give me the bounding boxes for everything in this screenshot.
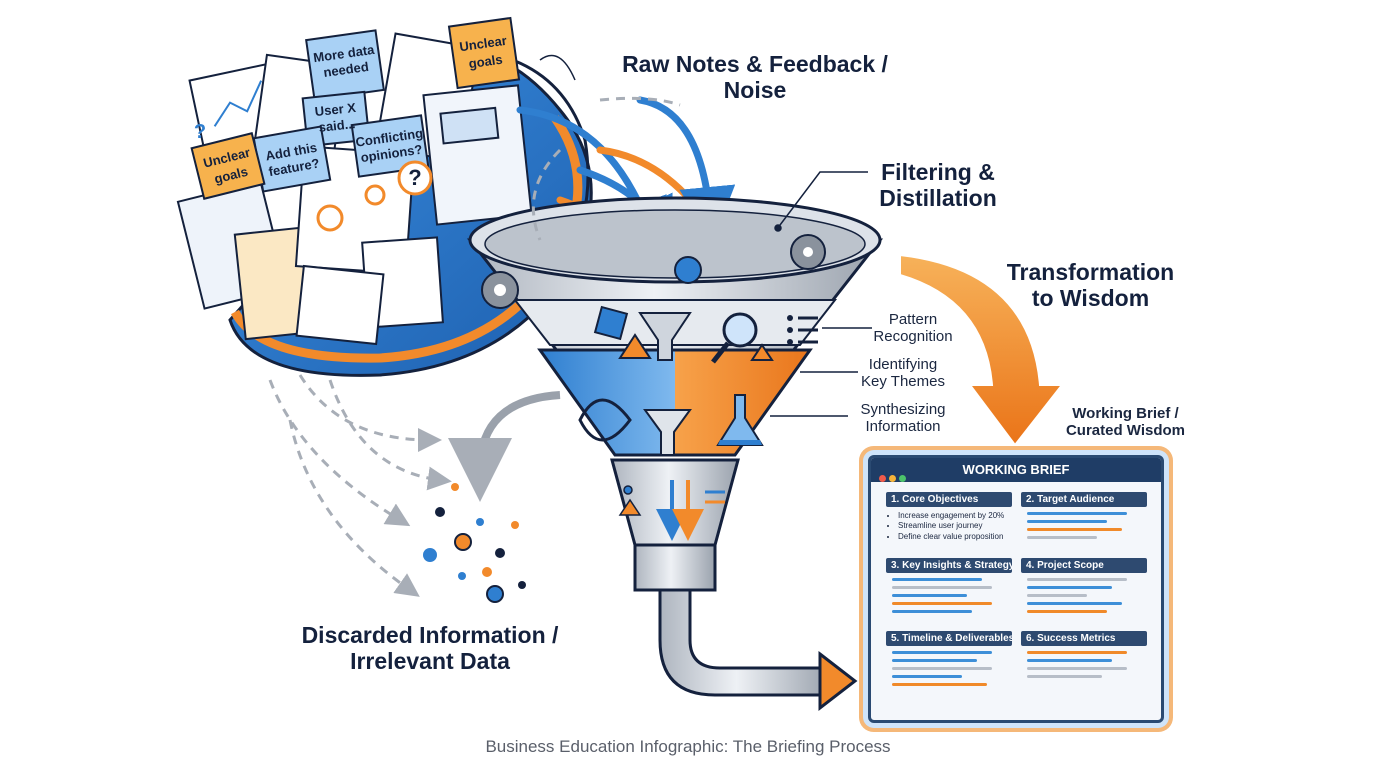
transformation-arrow	[899, 253, 1065, 447]
tangle-icon	[578, 398, 632, 442]
brief-core-objectives: 1. Core Objectives Increase engagement b…	[886, 492, 1012, 542]
label-raw-notes: Raw Notes & Feedback /Noise	[622, 51, 888, 104]
question-mark-icon: ?	[408, 165, 421, 190]
brief-titlebar: WORKING BRIEF	[871, 458, 1161, 482]
funnel-icons	[481, 234, 826, 541]
brief-timeline: 5. Timeline & Deliverables	[886, 631, 1012, 686]
discard-dashes	[268, 96, 681, 597]
magnifier-icon	[722, 312, 758, 348]
brief-success-metrics: 6. Success Metrics	[1021, 631, 1147, 678]
pie-chart-icon	[674, 256, 702, 284]
caption: Business Education Infographic: The Brie…	[485, 737, 891, 756]
leader-lines	[770, 171, 872, 417]
raw-notes-pile	[176, 16, 533, 346]
small-filter-icon	[643, 409, 692, 456]
filter-icon	[638, 312, 692, 361]
label-working-brief: Working Brief /Curated Wisdom	[1065, 405, 1186, 440]
question-mark-blue-icon: ?	[194, 121, 206, 143]
discard-arrow	[448, 391, 561, 502]
brief-project-scope: 4. Project Scope	[1021, 558, 1147, 613]
brief-title: WORKING BRIEF	[962, 462, 1070, 477]
discarded-dots	[423, 483, 526, 603]
brief-target-audience: 2. Target Audience	[1021, 492, 1147, 539]
output-arrow	[818, 650, 858, 712]
note-unclear-goals-top: Uncleargoals	[458, 33, 510, 72]
note-user-x: User Xsaid...	[314, 100, 359, 135]
label-filtering: Filtering &Distillation	[879, 159, 997, 212]
cube-icon	[593, 305, 629, 341]
raw-notes-leader	[539, 54, 576, 81]
note-more-data: More dataneeded	[312, 42, 378, 81]
working-brief-window: WORKING BRIEF 1. Core Objectives Increas…	[868, 455, 1164, 723]
triangle-icon	[618, 333, 652, 359]
brief-key-insights: 3. Key Insights & Strategy	[886, 558, 1012, 613]
label-discarded: Discarded Information /Irrelevant Data	[301, 622, 559, 675]
